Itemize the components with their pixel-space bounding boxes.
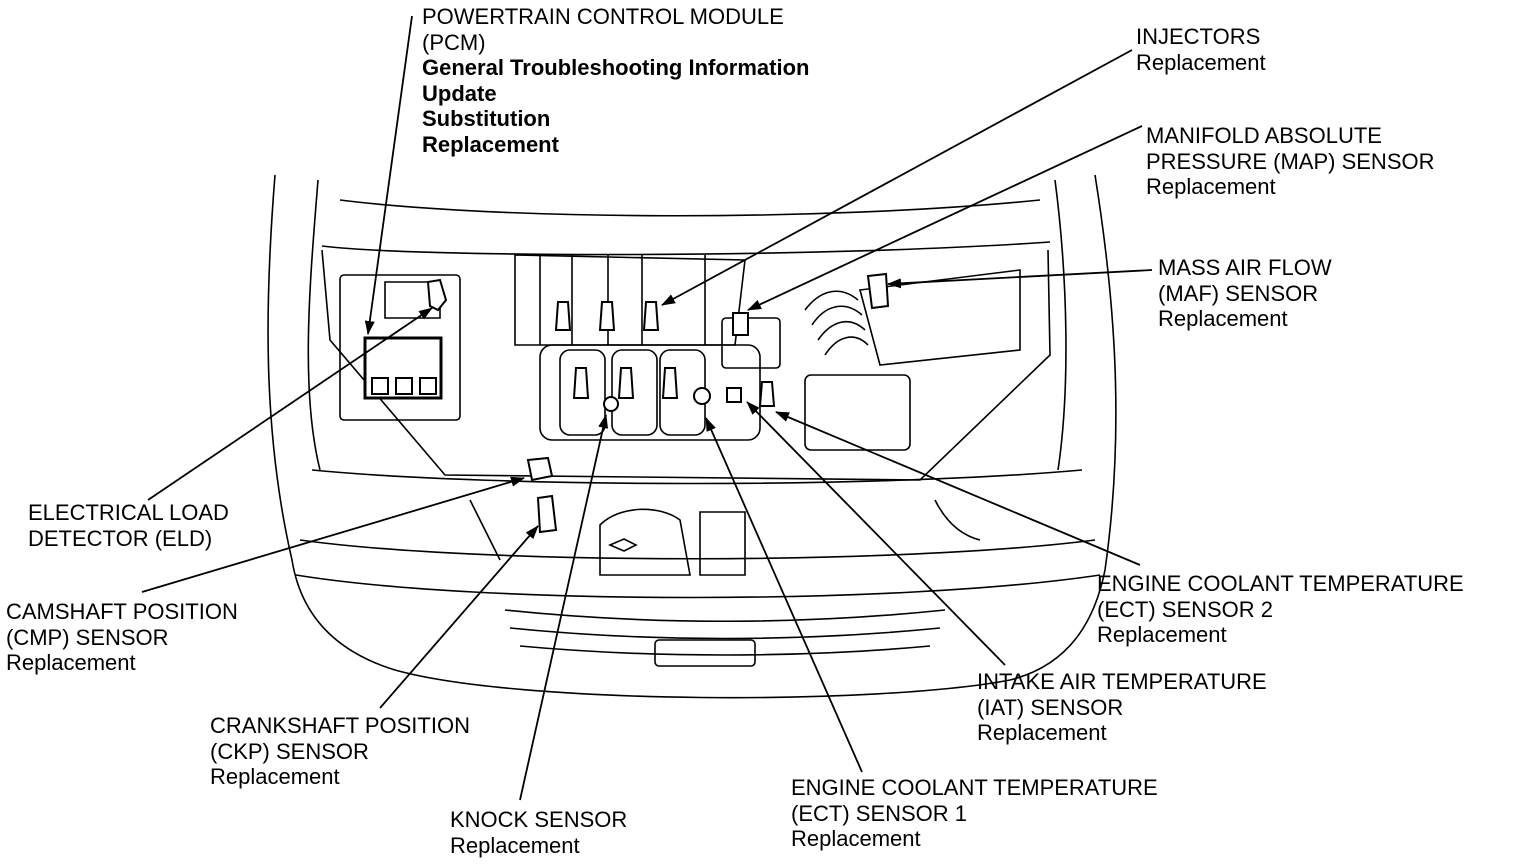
knock-title: KNOCK SENSOR [450, 807, 628, 832]
pcm-link-update[interactable]: Update [422, 80, 497, 106]
iat-callout: INTAKE AIR TEMPERATURE (IAT) SENSOR Repl… [977, 669, 1267, 746]
ckp-callout: CRANKSHAFT POSITION (CKP) SENSOR Replace… [210, 713, 470, 790]
injectors-link-replacement[interactable]: Replacement [1136, 49, 1266, 75]
leader-lines [141, 15, 1153, 801]
leader-iat [746, 401, 1006, 666]
sensor-components [426, 272, 890, 534]
knock-callout: KNOCK SENSOR Replacement [450, 807, 627, 858]
ect1-callout: ENGINE COOLANT TEMPERATURE (ECT) SENSOR … [791, 775, 1158, 852]
ckp-title-line1: CRANKSHAFT POSITION [210, 713, 470, 738]
eld-title-line2: DETECTOR (ELD) [28, 525, 213, 551]
ect2-callout: ENGINE COOLANT TEMPERATURE (ECT) SENSOR … [1097, 571, 1464, 648]
leader-cmp [141, 476, 525, 593]
ect2-link-replacement[interactable]: Replacement [1097, 622, 1227, 647]
maf-title-line1: MASS AIR FLOW [1158, 255, 1332, 280]
eld-sensor [426, 278, 448, 312]
ect2-title-line1: ENGINE COOLANT TEMPERATURE [1097, 571, 1464, 596]
cmp-link-replacement[interactable]: Replacement [6, 650, 136, 675]
ect1-title-line2: (ECT) SENSOR 1 [791, 800, 968, 826]
eld-title-line1: ELECTRICAL LOAD [28, 500, 229, 525]
map-link-replacement[interactable]: Replacement [1146, 174, 1276, 199]
iat-title-line2: (IAT) SENSOR [977, 694, 1124, 720]
pcm-component[interactable] [363, 336, 443, 400]
maf-link-replacement[interactable]: Replacement [1158, 306, 1288, 331]
pcm-link-general-troubleshooting[interactable]: General Troubleshooting Information [422, 55, 810, 80]
pcm-title: POWERTRAIN CONTROL MODULE [422, 4, 784, 29]
leader-injectors [661, 49, 1133, 306]
knock-link-replacement[interactable]: Replacement [450, 832, 580, 858]
leader-ect2 [775, 411, 1141, 566]
iat-title-line1: INTAKE AIR TEMPERATURE [977, 669, 1267, 694]
cmp-title-line1: CAMSHAFT POSITION [6, 599, 238, 624]
pcm-link-substitution[interactable]: Substitution [422, 106, 551, 131]
cmp-title-line2: (CMP) SENSOR [6, 624, 169, 650]
map-title-line1: MANIFOLD ABSOLUTE [1146, 123, 1382, 148]
leader-maf [887, 269, 1153, 289]
injectors-title: INJECTORS [1136, 24, 1261, 49]
leader-ckp [379, 525, 539, 709]
pcm-link-replacement[interactable]: Replacement [422, 131, 559, 157]
leader-pcm [364, 15, 413, 335]
injectors-callout: INJECTORS Replacement [1136, 24, 1266, 75]
eld-callout: ELECTRICAL LOAD DETECTOR (ELD) [28, 500, 229, 551]
ect1-link-replacement[interactable]: Replacement [791, 826, 921, 851]
ect2-title-line2: (ECT) SENSOR 2 [1097, 596, 1274, 622]
map-callout: MANIFOLD ABSOLUTE PRESSURE (MAP) SENSOR … [1146, 123, 1435, 200]
leader-knock [519, 414, 609, 801]
vehicle-outline [267, 174, 1117, 699]
pcm-abbrev: (PCM) [422, 29, 486, 55]
map-title-line2: PRESSURE (MAP) SENSOR [1146, 148, 1435, 174]
pcm-callout: POWERTRAIN CONTROL MODULE (PCM) General … [422, 4, 809, 157]
maf-callout: MASS AIR FLOW (MAF) SENSOR Replacement [1158, 255, 1332, 332]
leader-eld [147, 307, 433, 501]
maf-title-line2: (MAF) SENSOR [1158, 280, 1319, 306]
ect1-title-line1: ENGINE COOLANT TEMPERATURE [791, 775, 1158, 800]
iat-link-replacement[interactable]: Replacement [977, 720, 1107, 745]
cmp-callout: CAMSHAFT POSITION (CMP) SENSOR Replaceme… [6, 599, 238, 676]
ckp-title-line2: (CKP) SENSOR [210, 738, 369, 764]
ckp-link-replacement[interactable]: Replacement [210, 764, 340, 789]
leader-map [747, 125, 1143, 311]
leader-ect1 [705, 417, 863, 773]
